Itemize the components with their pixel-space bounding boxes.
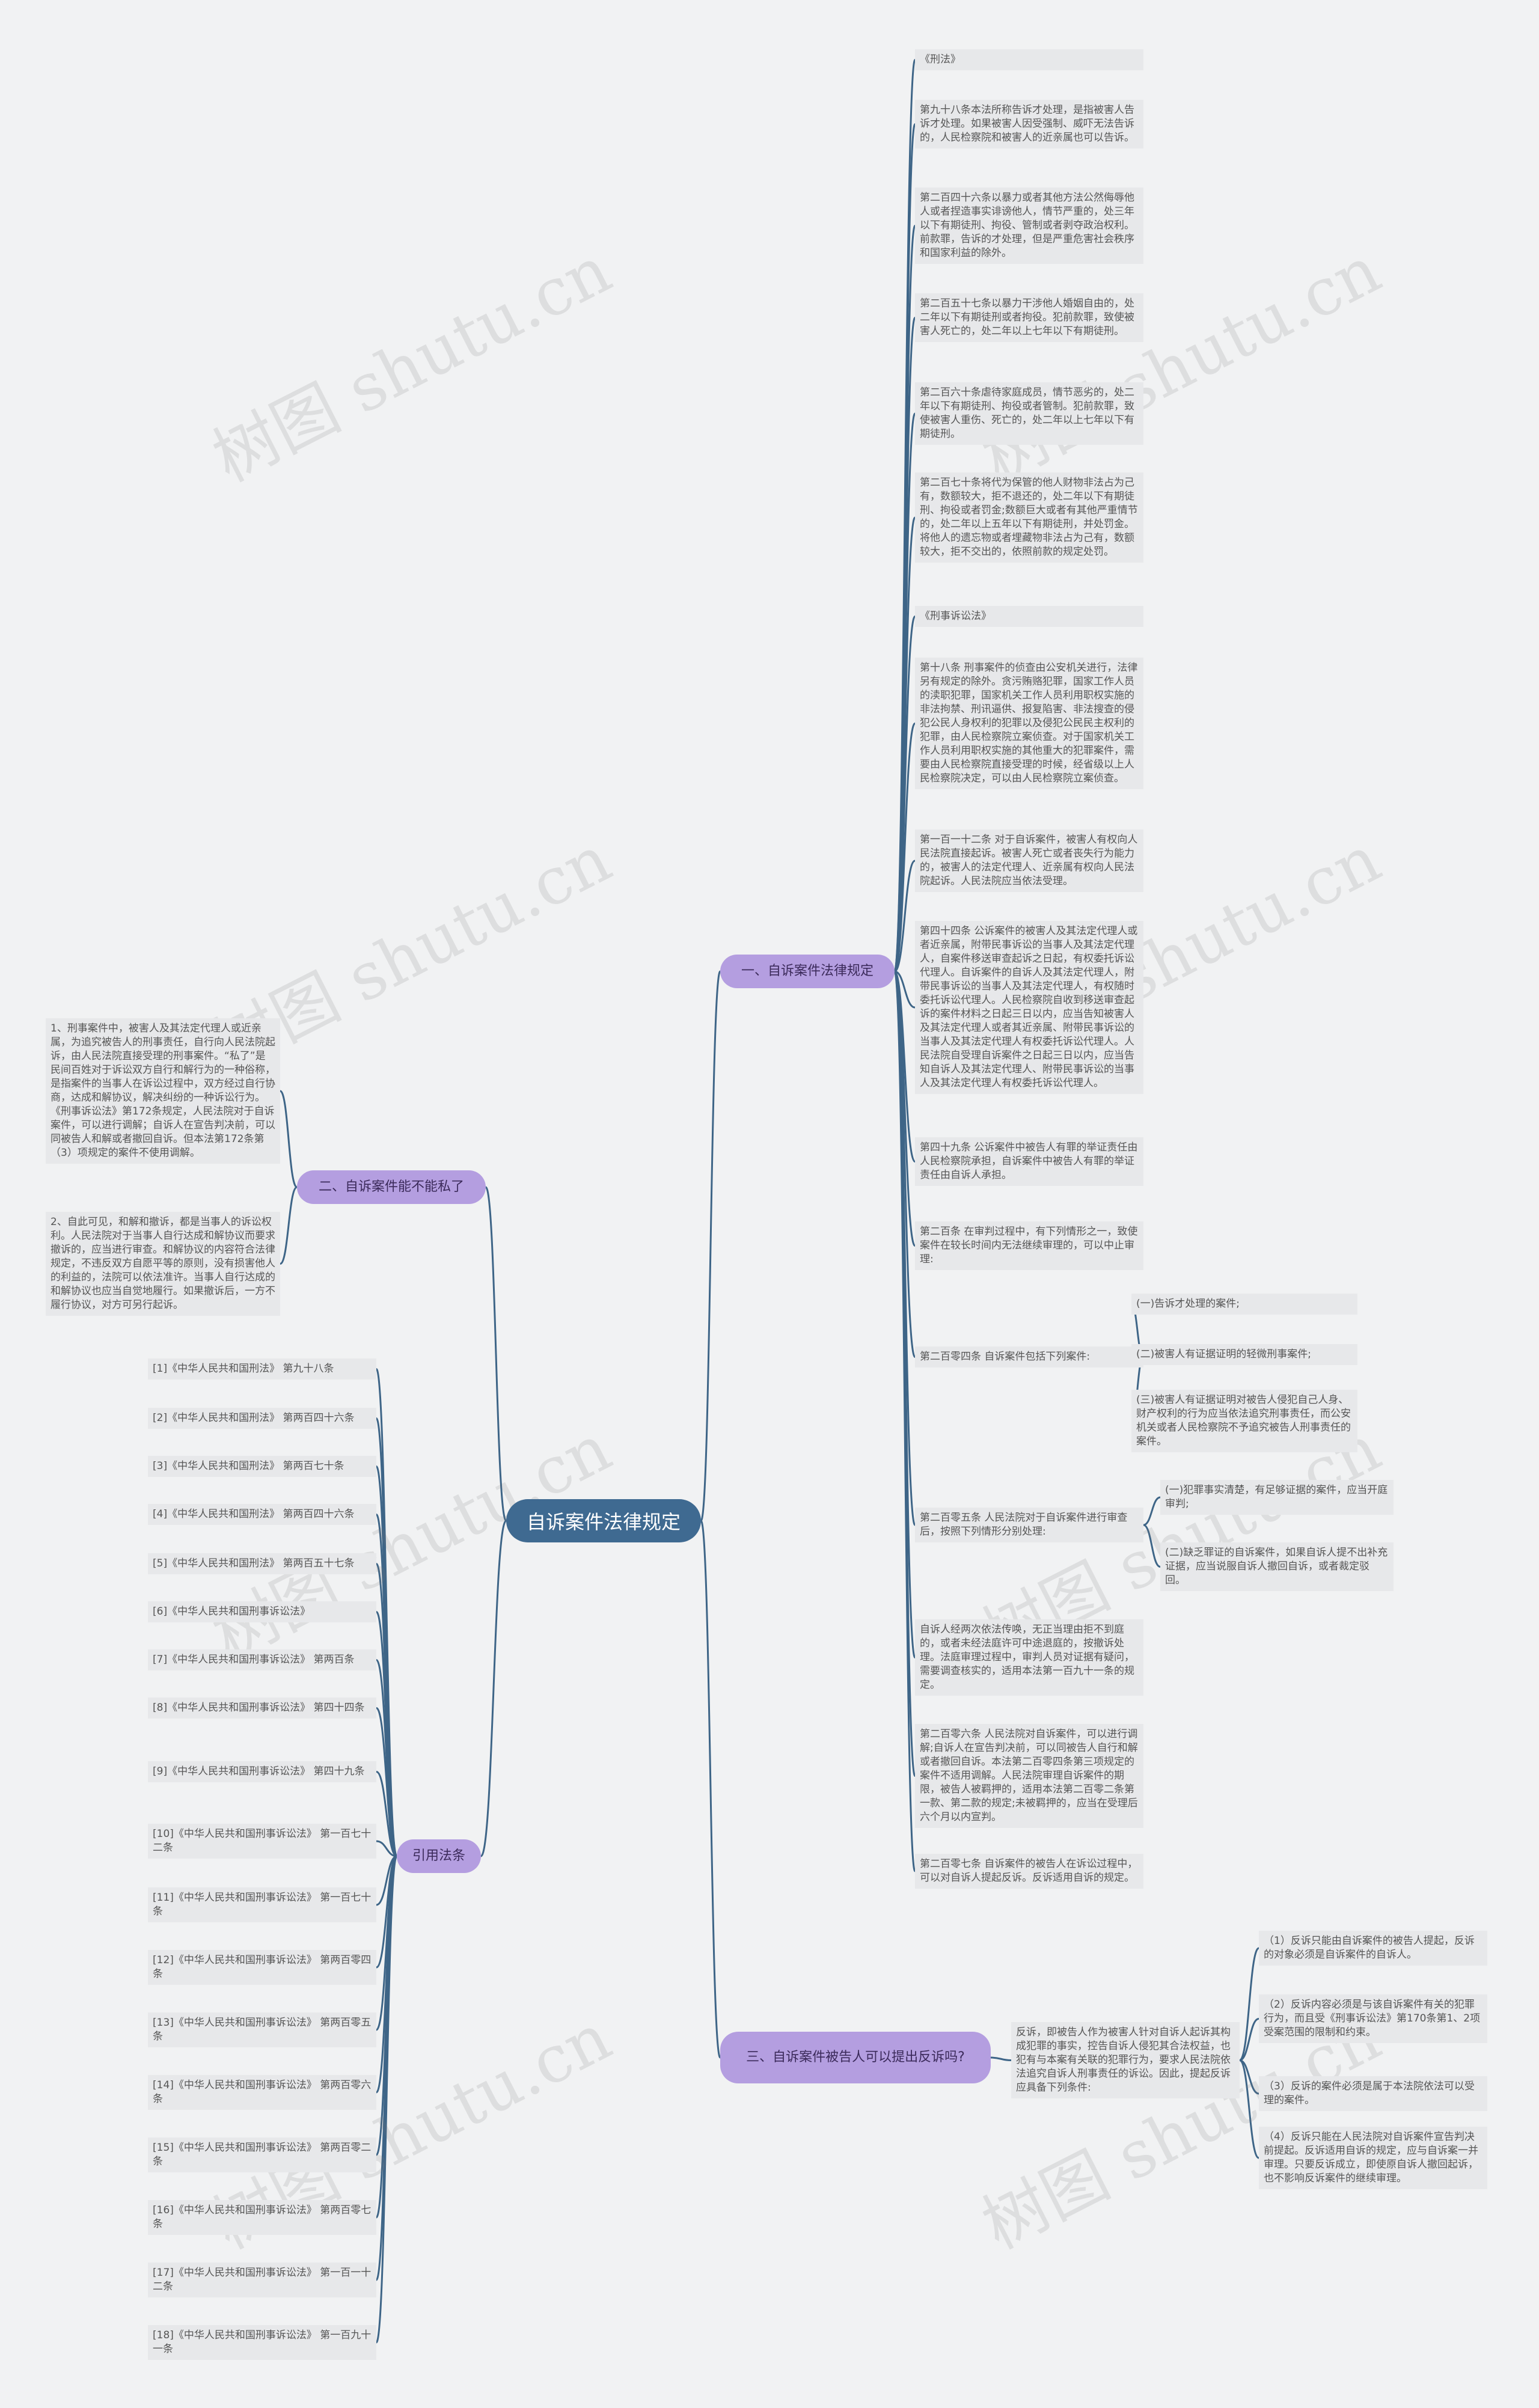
link-b1-leaf [894,970,916,1009]
root-node[interactable]: 自诉案件法律规定 [506,1499,701,1542]
b1-leaf: 《刑法》 [915,49,1143,70]
b1-205-child: (二)缺乏罪证的自诉案件，如果自诉人提不出补充证据，应当说服自诉人撤回自诉，或者… [1160,1542,1394,1591]
b1-leaf: 第四十四条 公诉案件的被害人及其法定代理人或者近亲属，附带民事诉讼的当事人及其法… [915,921,1143,1094]
link-b4-leaf [376,1840,397,1857]
b1-204-child: (三)被害人有证据证明对被告人侵犯自己人身、财产权利的行为应当依法追究刑事责任，… [1131,1390,1357,1452]
b1-leaf: 第二百六十条虐待家庭成员，情节恶劣的，处二年以下有期徒刑、拘役或者管制。犯前款罪… [915,382,1143,445]
b1-leaf: 第二百四十六条以暴力或者其他方法公然侮辱他人或者捏造事实诽谤他人，情节严重的，处… [915,188,1143,264]
link-205-child [1143,1524,1161,1568]
cited-law-item: [15]《中华人民共和国刑事诉讼法》 第两百零二条 [148,2138,376,2172]
b2-leaf: 1、刑事案件中，被害人及其法定代理人或近亲属，为追究被告人的刑事责任，自行向人民… [46,1018,280,1164]
b3-intro: 反诉，即被告人作为被害人针对自诉人起诉其构成犯罪的事实，控告自诉人侵犯其合法权益… [1011,2022,1240,2098]
link-b1-leaf [893,723,916,973]
link-b4-leaf [375,1855,398,2344]
link-b2-leaf [279,1090,298,1188]
b1-204-child: (二)被害人有证据证明的轻微刑事案件; [1131,1344,1357,1365]
b3-condition: （4）反诉只能在人民法院对自诉案件宣告判决前提起。反诉适用自诉的规定，应与自诉案… [1259,2127,1487,2189]
branch-counterclaim[interactable]: 三、自诉案件被告人可以提出反诉吗? [720,2032,991,2083]
link-root-b2 [485,1186,507,1522]
cited-law-item: [3]《中华人民共和国刑法》 第两百七十条 [148,1456,376,1477]
cited-law-item: [8]《中华人民共和国刑事诉讼法》 第四十四条 [148,1698,376,1719]
cited-law-item: [6]《中华人民共和国刑事诉讼法》 [148,1601,376,1622]
cited-law-item: [10]《中华人民共和国刑事诉讼法》 第一百七十二条 [148,1824,376,1859]
branch-legal-provisions[interactable]: 一、自诉案件法律规定 [720,955,895,988]
b1-leaf: 第一百一十二条 对于自诉案件，被害人有权向人民法院直接起诉。被害人死亡或者丧失行… [915,830,1143,892]
link-b3-condition [1239,2018,1259,2061]
b1-leaf: 第九十八条本法所称告诉才处理，是指被害人告诉才处理。如果被害人因受强制、威吓无法… [915,100,1143,148]
link-root-b4 [480,1520,507,1857]
branch-cited-laws[interactable]: 引用法条 [397,1839,481,1873]
b1-leaf: 第四十九条 公诉案件中被告人有罪的举证责任由人民检察院承担，自诉案件中被告人有罪… [915,1137,1143,1186]
cited-law-item: [1]《中华人民共和国刑法》 第九十八条 [148,1358,376,1380]
branch-private-settlement[interactable]: 二、自诉案件能不能私了 [297,1170,486,1204]
cited-law-item: [13]《中华人民共和国刑事诉讼法》 第两百零五条 [148,2012,376,2047]
link-b1-leaf [894,860,916,973]
cited-law-item: [9]《中华人民共和国刑事诉讼法》 第四十九条 [148,1761,376,1782]
b2-leaf: 2、自此可见，和解和撤诉，都是当事人的诉讼权利。人民法院对于当事人自行达成和解协… [46,1212,280,1316]
link-b2-leaf [280,1186,298,1265]
cited-law-item: [16]《中华人民共和国刑事诉讼法》 第两百零七条 [148,2200,376,2235]
b3-condition: （2）反诉内容必须是与该自诉案件有关的犯罪行为，而且受《刑事诉讼法》第170条第… [1259,1994,1487,2043]
cited-law-item: [14]《中华人民共和国刑事诉讼法》 第两百零六条 [148,2075,376,2110]
link-b4-leaf [376,1771,397,1857]
link-root-b3 [700,1520,721,2059]
b1-leaf: 第二百零四条 自诉案件包括下列案件: [915,1346,1143,1367]
cited-law-item: [4]《中华人民共和国刑法》 第两百四十六条 [148,1504,376,1525]
link-b3-condition [1238,1947,1260,2061]
b1-leaf: 第二百七十条将代为保管的他人财物非法占为己有，数额较大，拒不退还的，处二年以下有… [915,472,1143,563]
cited-law-item: [7]《中华人民共和国刑事诉讼法》 第两百条 [148,1649,376,1670]
cited-law-item: [18]《中华人民共和国刑事诉讼法》 第一百九十一条 [148,2325,376,2360]
b1-leaf: 自诉人经两次依法传唤，无正当理由拒不到庭的，或者未经法庭许可中途退庭的，按撤诉处… [915,1619,1143,1696]
b1-leaf: 第二百零五条 人民法院对于自诉案件进行审查后，按照下列情形分别处理: [915,1508,1143,1542]
link-205-child [1143,1496,1161,1526]
link-b3-intro [990,2056,1012,2061]
b1-204-child: (一)告诉才处理的案件; [1131,1294,1357,1315]
b1-leaf: 第十八条 刑事案件的侦查由公安机关进行，法律另有规定的除外。贪污贿赂犯罪，国家工… [915,658,1143,789]
b3-condition: （1）反诉只能由自诉案件的被告人提起，反诉的对象必须是自诉案件的自诉人。 [1259,1931,1487,1966]
cited-law-item: [5]《中华人民共和国刑法》 第两百五十七条 [148,1553,376,1574]
cited-law-item: [17]《中华人民共和国刑事诉讼法》 第一百一十二条 [148,2263,376,2297]
link-b4-leaf [375,1707,398,1857]
b3-condition: （3）反诉的案件必须是属于本法院依法可以受理的案件。 [1259,2076,1487,2111]
b1-leaf: 第二百零七条 自诉案件的被告人在诉讼过程中，可以对自诉人提起反诉。反诉适用自诉的… [915,1854,1143,1889]
link-root-b1 [700,970,721,1522]
cited-law-item: [12]《中华人民共和国刑事诉讼法》 第两百零四条 [148,1950,376,1985]
b1-leaf: 第二百零六条 人民法院对自诉案件，可以进行调解;自诉人在宣告判决前，可以同被告人… [915,1724,1143,1828]
link-b3-condition [1239,2059,1259,2159]
cited-law-item: [2]《中华人民共和国刑法》 第两百四十六条 [148,1408,376,1429]
link-b3-condition [1239,2059,1259,2095]
link-b1-leaf [893,970,916,1872]
cited-law-item: [11]《中华人民共和国刑事诉讼法》 第一百七十条 [148,1887,376,1922]
b1-leaf: 第二百条 在审判过程中，有下列情形之一，致使案件在较长时间内无法继续审理的，可以… [915,1221,1143,1270]
b1-leaf: 《刑事诉讼法》 [915,606,1143,627]
b1-leaf: 第二百五十七条以暴力干涉他人婚姻自由的，处二年以下有期徒刑或者拘役。犯前款罪，致… [915,293,1143,342]
b1-205-child: (一)犯罪事实清楚，有足够证据的案件，应当开庭审判; [1160,1480,1394,1515]
